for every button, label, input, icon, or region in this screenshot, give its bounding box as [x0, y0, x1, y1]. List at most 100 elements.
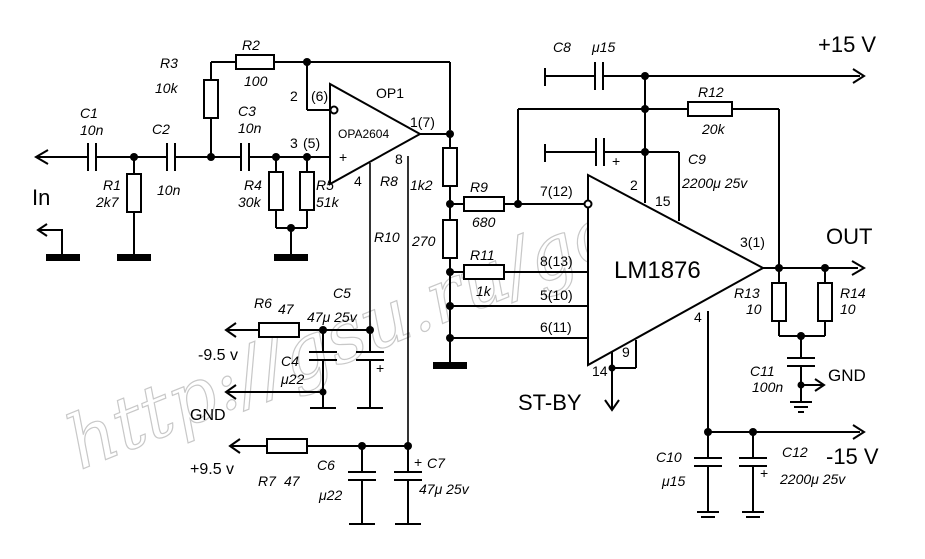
resistor-r9	[463, 196, 505, 212]
gnd-rail-label: GND	[190, 407, 226, 424]
amp-pin-noninv: 8(13)	[540, 253, 573, 269]
amp-pin-14: 14	[592, 363, 608, 379]
r8-value: 1k2	[410, 177, 433, 193]
r5-value: 51k	[316, 194, 340, 210]
resistor-r2	[235, 54, 275, 70]
c3-value: 10n	[238, 120, 262, 136]
resistor-r3	[203, 79, 219, 119]
resistor-r5	[299, 171, 315, 211]
c6-value: μ22	[318, 487, 342, 503]
r2-value: 100	[244, 73, 268, 89]
r8-ref: R8	[380, 173, 398, 189]
input-label: In	[32, 185, 50, 210]
resistor-r7	[266, 438, 308, 454]
c6-ref: C6	[317, 457, 335, 473]
neg-rail-label: -9.5 v	[198, 347, 238, 364]
r13-value: 10	[746, 301, 762, 317]
c7-value: 47μ 25v	[419, 481, 470, 497]
resistor-r12	[687, 101, 733, 117]
pos-rail-label: +9.5 v	[190, 461, 234, 478]
r6-ref: R6	[254, 295, 272, 311]
c4-value: μ22	[280, 371, 304, 387]
resistor-r10	[442, 219, 458, 259]
resistor-r13	[771, 282, 787, 322]
c5-ref: C5	[333, 285, 351, 301]
amp-pin-vplus: 2	[630, 177, 638, 193]
amp-pin-15: 15	[655, 193, 671, 209]
r1-value: 2k7	[95, 194, 120, 210]
resistor-r14	[817, 282, 833, 322]
standby-label: ST-BY	[518, 390, 582, 415]
c2-ref: C2	[152, 121, 170, 137]
c4-ref: C4	[281, 353, 299, 369]
c1-value: 10n	[80, 122, 104, 138]
amp-pin-inv: 7(12)	[540, 183, 573, 199]
c11-value: 100n	[752, 379, 783, 395]
r7-ref: R7	[258, 473, 277, 489]
c10-value: μ15	[661, 473, 685, 489]
r3-value: 10k	[155, 80, 179, 96]
c11-ref: C11	[750, 363, 775, 379]
r6-value: 47	[278, 301, 295, 317]
r1-ref: R1	[103, 177, 121, 193]
c9-value: 2200μ 25v	[681, 175, 748, 191]
input-ground	[46, 254, 80, 261]
r9-ref: R9	[470, 179, 488, 195]
op1-pin-inv: 2	[290, 88, 298, 104]
c12-plus: +	[760, 465, 768, 481]
op1-pin-noninv-alt: (5)	[303, 135, 320, 151]
output-section: OUT R13 10 R14 10 C11 100n GND	[734, 224, 872, 413]
r4r5-ground	[274, 254, 308, 261]
c5-plus: +	[376, 360, 384, 376]
r4-ref: R4	[244, 177, 262, 193]
capacitor-c3	[240, 143, 250, 171]
r1-ground	[117, 254, 151, 261]
neg-supply-label: -15 V	[826, 444, 879, 469]
r7-value: 47	[284, 473, 301, 489]
positive-rail: C8 μ15 +15 V R12 20k + C9 2200μ 25v	[517, 32, 876, 268]
r14-ref: R14	[840, 285, 866, 301]
r3-ref: R3	[160, 55, 178, 71]
r10-ref: R10	[374, 229, 400, 245]
c9-ref: C9	[688, 151, 706, 167]
opamp-supply: -9.5 v R6 47 C5 47μ 25v C4 μ22 + GND +9.…	[190, 285, 470, 525]
op1-plus: +	[339, 149, 347, 165]
r11-ref: R11	[470, 247, 495, 263]
resistor-r11	[463, 264, 505, 280]
c12-value: 2200μ 25v	[779, 471, 846, 487]
r12-ref: R12	[698, 84, 724, 100]
c8-value: μ15	[591, 39, 615, 55]
amp-pin-6: 6(11)	[540, 319, 572, 335]
r2-ref: R2	[242, 37, 260, 53]
input-section: C1 10n C2 10n C3 10n R1 2k7 In	[32, 37, 451, 261]
amp-pin-out: 3(1)	[740, 234, 765, 250]
r9-value: 680	[472, 214, 496, 230]
op1-name: OP1	[376, 85, 404, 101]
op1-pin-vneg: 4	[354, 173, 362, 189]
amp-pin-9: 9	[622, 344, 630, 360]
negative-rail: -15 V C10 μ15 + C12 2200μ 25v	[656, 424, 879, 518]
c7-ref: C7	[427, 455, 446, 471]
op1-pin-vpos: 8	[395, 151, 403, 167]
feedback-divider: R8 1k2 R10 270 R9 680 R11 1k	[374, 130, 588, 369]
amp-pin-5: 5(10)	[540, 287, 573, 303]
divider-ground	[433, 362, 467, 369]
op1-pin-out: 1(7)	[410, 114, 435, 130]
resistor-r1	[126, 173, 142, 213]
amp-part: LM1876	[614, 257, 701, 284]
pos-supply-label: +15 V	[818, 32, 876, 57]
c9-plus: +	[612, 153, 620, 169]
c7-plus: +	[414, 454, 422, 470]
resistor-r6	[258, 322, 300, 338]
r14-value: 10	[840, 301, 856, 317]
c2-value: 10n	[157, 182, 181, 198]
r10-value: 270	[411, 233, 436, 249]
r11-value: 1k	[476, 283, 492, 299]
c3-ref: C3	[238, 103, 256, 119]
r13-ref: R13	[734, 285, 760, 301]
c5-value: 47μ 25v	[307, 309, 358, 325]
c1-ref: C1	[80, 105, 98, 121]
op1-pin-noninv: 3	[290, 135, 298, 151]
capacitor-c2	[166, 143, 176, 171]
output-label: OUT	[826, 224, 872, 249]
